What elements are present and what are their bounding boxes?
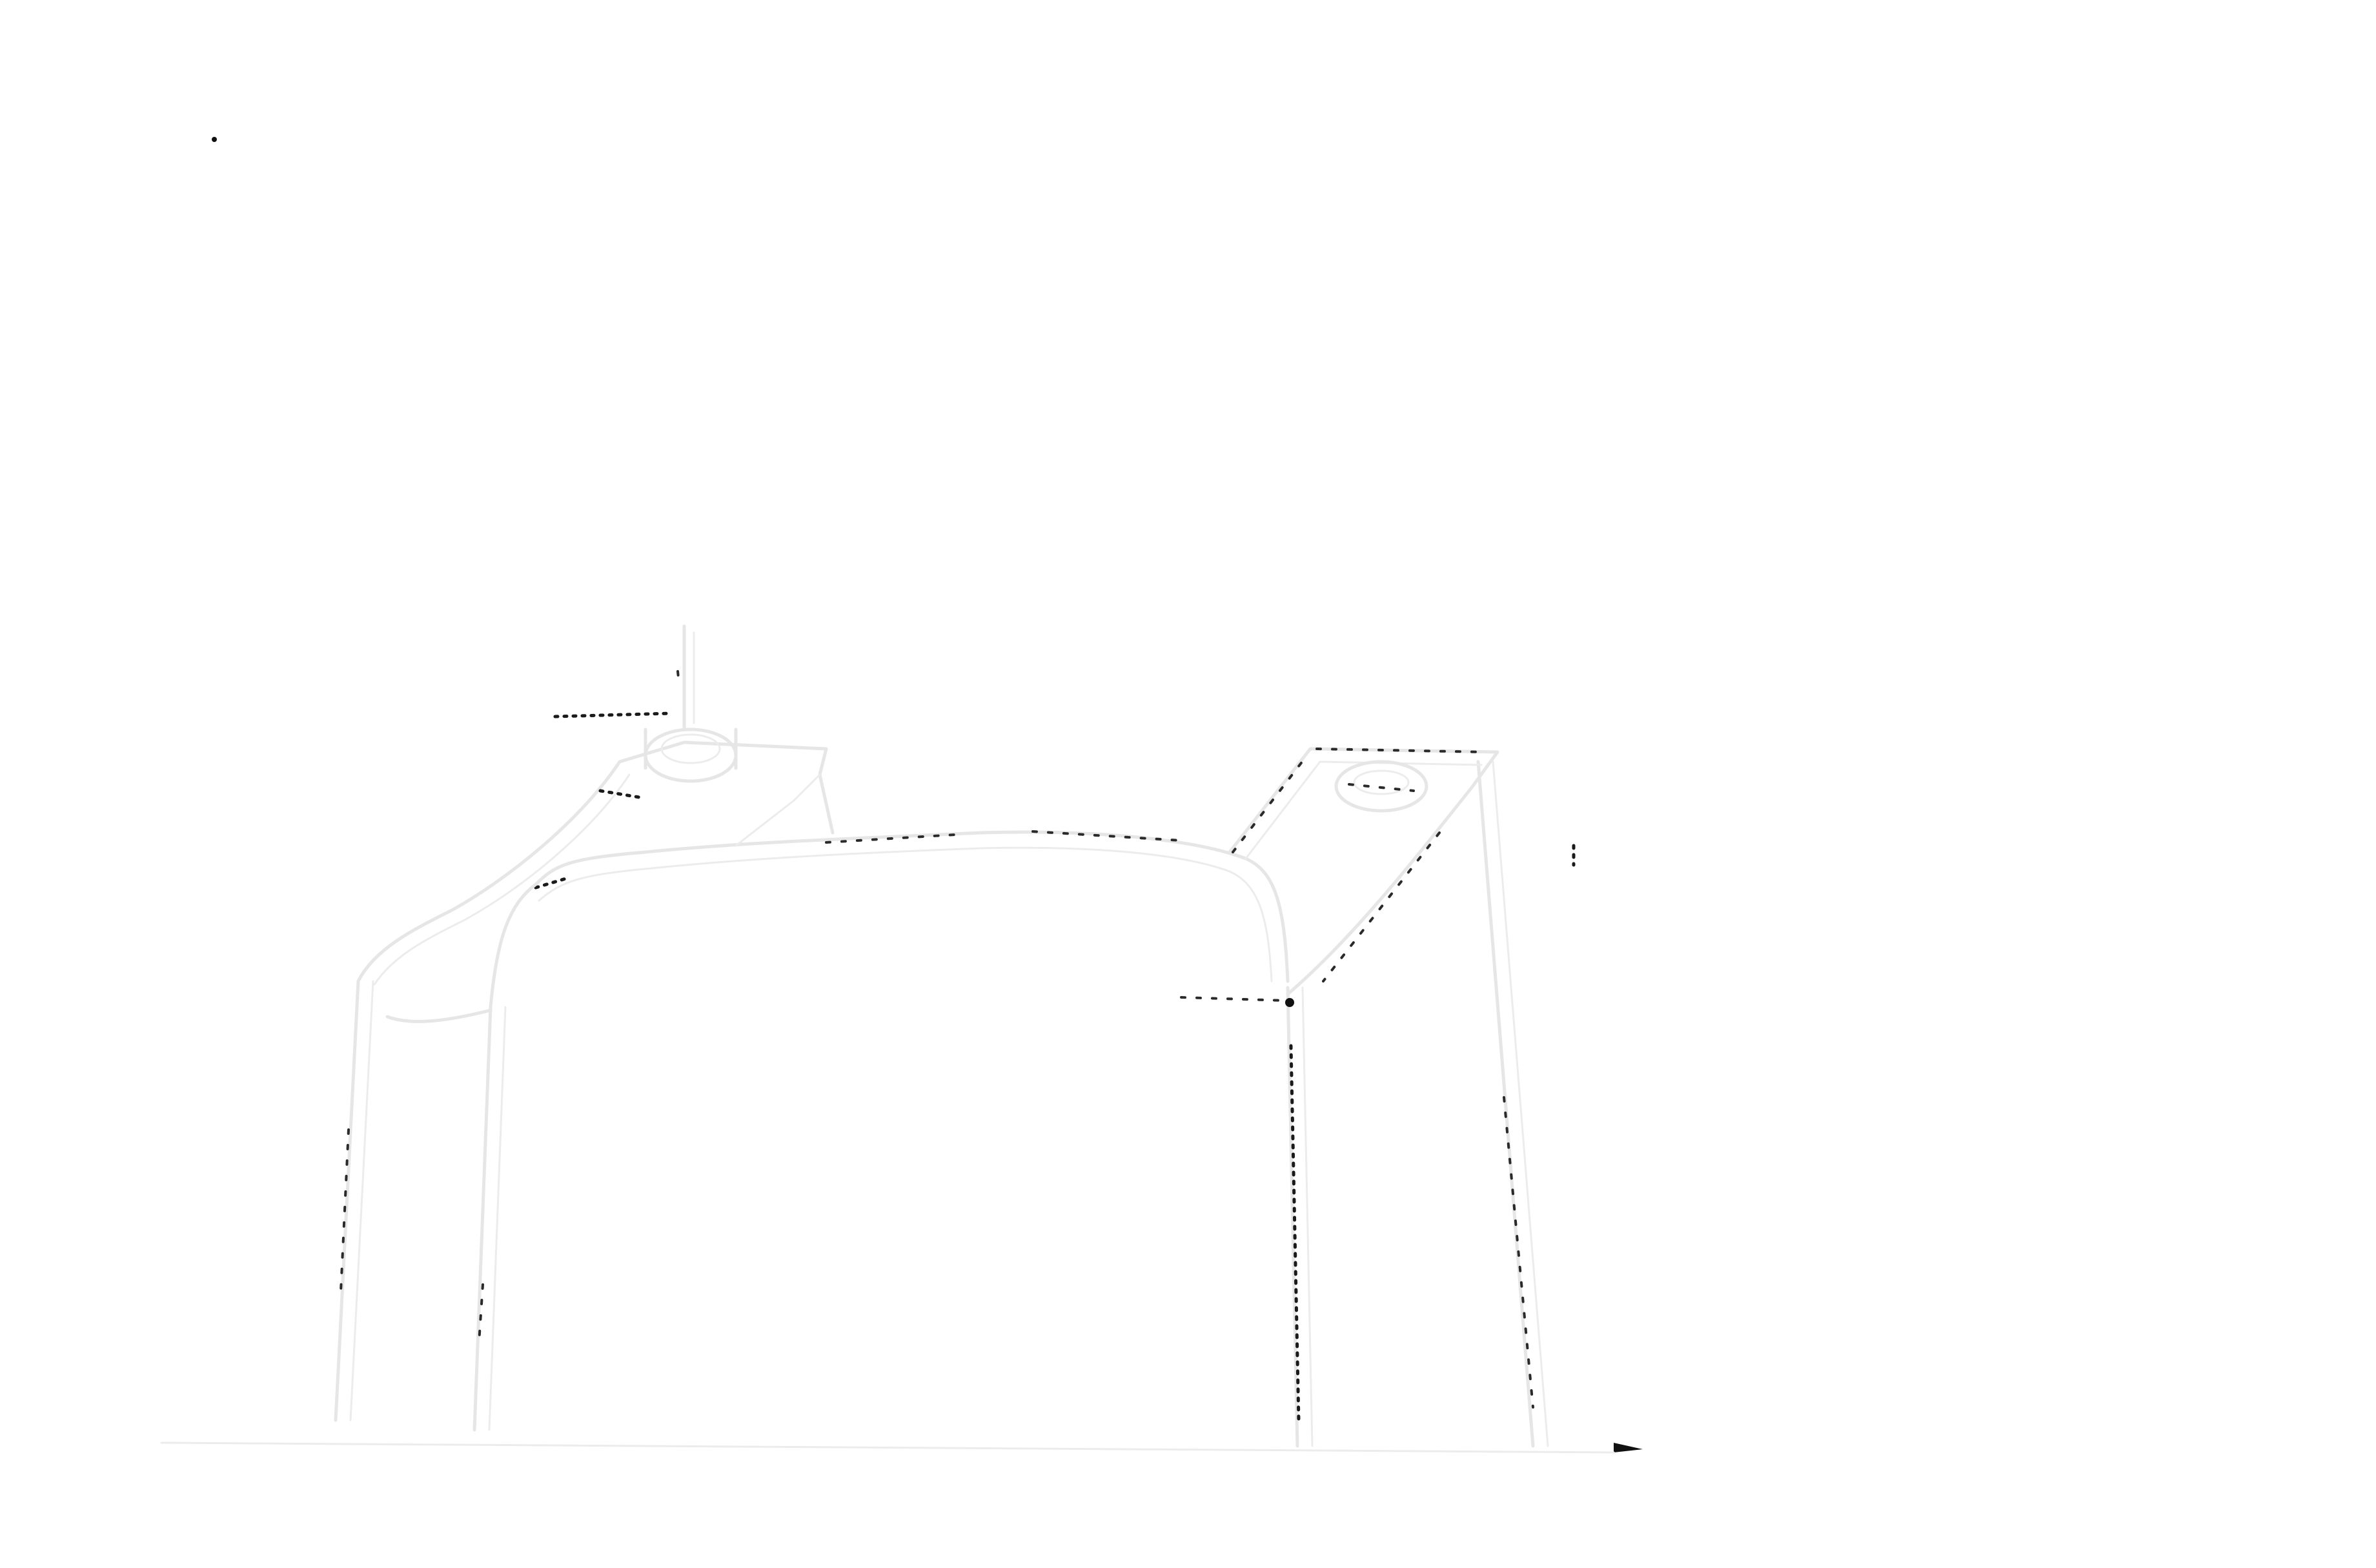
table-legs: [334, 760, 1549, 1448]
table-top-edge: [534, 830, 1290, 983]
left-cup: [553, 624, 738, 799]
leg-far-left: [334, 979, 360, 1422]
right-cup: [1334, 760, 1428, 813]
leg-inner-left: [472, 1005, 492, 1432]
small-arrow-mark: [1614, 1443, 1643, 1452]
right-tray-outline: [1228, 747, 1499, 996]
table-left-corner: [489, 882, 538, 1009]
leg-inner-right: [1286, 986, 1299, 1448]
table-top-outline: [489, 830, 1290, 1009]
left-tray: [356, 624, 835, 1023]
leg-far-right: [1476, 760, 1535, 1448]
stray-speck: [212, 137, 217, 142]
right-tray: [1180, 747, 1499, 1007]
left-tray-outline: [356, 740, 835, 983]
